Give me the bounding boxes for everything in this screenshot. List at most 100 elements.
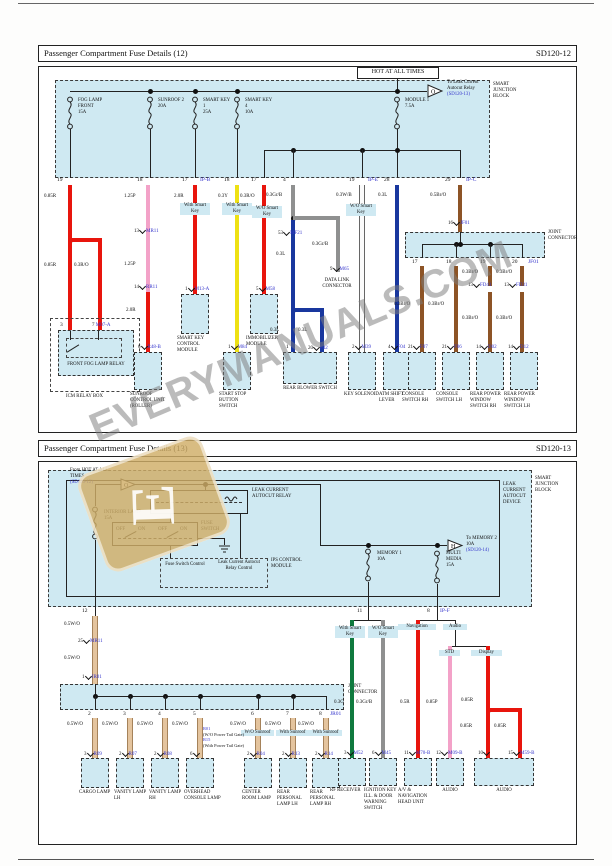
fuse-icon (89, 506, 101, 540)
wire (454, 266, 458, 352)
component-label: SMART KEY CONTROL MODULE (177, 336, 205, 353)
wire-gauge: 0.3Gr/B (312, 242, 329, 247)
component-box (404, 758, 432, 786)
wire-gauge: 0.85R (460, 724, 473, 729)
pin: 19 (480, 259, 486, 265)
variant-note: W/O Sunroof (241, 730, 274, 736)
smart-junction-block-1 (55, 80, 490, 178)
wire (68, 185, 72, 240)
wire (518, 712, 522, 758)
component-label: AUDIO (442, 788, 458, 793)
pin: 5 (193, 711, 196, 717)
wire-gauge: 0.3Br/O (394, 302, 411, 307)
pin: 8 (427, 608, 430, 614)
lcad-label: LEAK CURRENT AUTOCUT DEVICE (503, 482, 526, 505)
page-bottom-rule (18, 859, 594, 860)
icm-label: ICM RELAY BOX (66, 394, 103, 399)
pin: 6 (251, 711, 254, 717)
page-top-rule (18, 3, 594, 4)
wire (291, 220, 295, 312)
tri1-text: To Leak Current Autocut Relay (SD120-13) (447, 80, 479, 97)
junction-dot (203, 482, 208, 487)
wire (92, 718, 98, 758)
line (320, 484, 321, 545)
panel2-title-bar: Passenger Compartment Fuse Details (13) … (38, 440, 577, 457)
wire (68, 242, 72, 331)
wire-gauge: 2.0R (174, 194, 184, 199)
component-label: CONSOLE SWITCH RH (402, 392, 429, 403)
line (200, 696, 201, 710)
component-label: IGNITION KEY ILL. & DOOR WARNING SWITCH (364, 788, 397, 811)
pin: 18 (224, 177, 230, 183)
sjb2-label: SMART JUNCTION BLOCK (535, 476, 559, 493)
wire-gauge: 0.3Br/O (496, 270, 513, 275)
line (95, 696, 96, 710)
wire-gauge: 0.3G (334, 700, 344, 705)
component-box (116, 758, 144, 788)
fuse-switch-control-label: Fuse Switch Control (165, 562, 205, 567)
junction-dot (395, 148, 400, 153)
variant-note: Display (471, 650, 502, 656)
component-label: REAR POWER WINDOW SWITCH RH (470, 392, 501, 409)
wire (193, 185, 197, 294)
wire (448, 646, 452, 758)
wire-gauge: 0.3R/O (74, 263, 89, 268)
connector: 6 (190, 749, 200, 757)
wire (291, 312, 295, 352)
line (98, 331, 99, 340)
wire (488, 266, 492, 286)
panel1-code: SD120-12 (536, 48, 571, 58)
wire (359, 185, 365, 352)
line (437, 584, 438, 616)
pin: 3 (60, 322, 63, 328)
variant-note: W/O Smart Key (346, 204, 376, 216)
pin: 4 (158, 711, 161, 717)
wire-gauge: 0.3Gr/B (356, 700, 373, 705)
component-label: REAR POWER WINDOW SWITCH LH (504, 392, 535, 409)
component-box (474, 758, 534, 786)
pin: 11 (357, 608, 363, 614)
line (397, 78, 398, 91)
line (460, 232, 461, 244)
wire (255, 718, 261, 758)
component-label: A/V & NAVIGATION HEAD UNIT (398, 788, 428, 805)
pin: 12 (82, 608, 88, 614)
variant-note: STD (439, 650, 460, 656)
junction-dot (235, 89, 240, 94)
wire (488, 292, 492, 352)
wire (146, 185, 150, 292)
pin-code: IP-C (466, 177, 477, 183)
line (95, 484, 96, 506)
component-label: OVERHEAD CONSOLE LAMP (184, 790, 221, 801)
wire (420, 266, 424, 352)
wire (68, 238, 102, 242)
line (352, 620, 383, 621)
joint-connector-1 (405, 232, 545, 258)
wire (262, 185, 266, 294)
component-box (348, 352, 376, 390)
line (522, 244, 523, 258)
wire (486, 708, 522, 712)
wire (92, 616, 98, 686)
component-label: IMMOBILIZER MODULE (246, 336, 278, 347)
wire (290, 718, 296, 758)
line (422, 244, 522, 245)
wire (486, 712, 490, 758)
overhead-connector-note: R01(W/O Power Tail Gate) R15(With Power … (203, 726, 245, 748)
